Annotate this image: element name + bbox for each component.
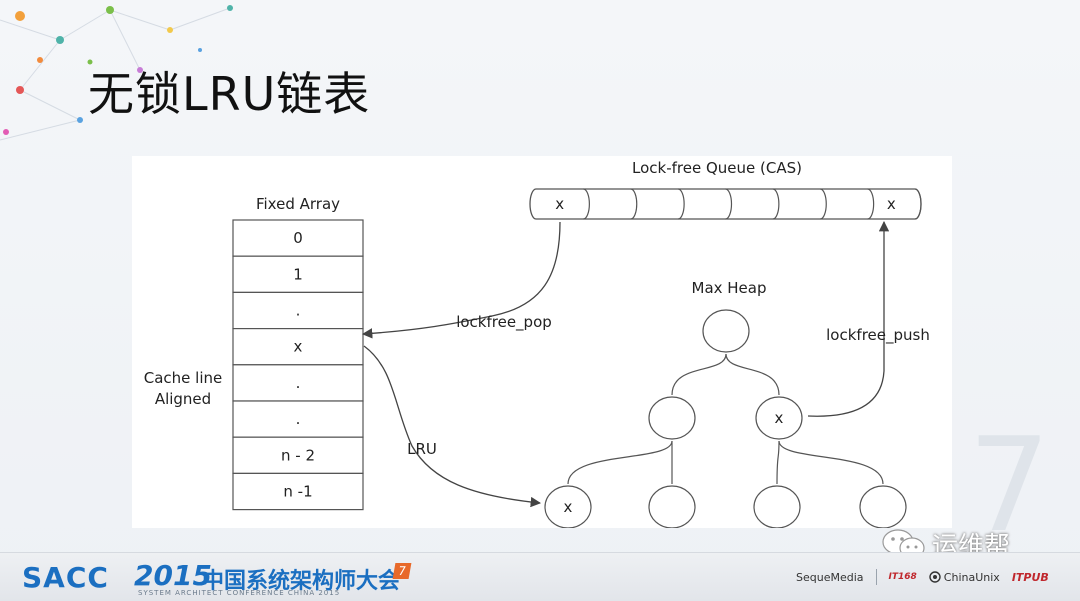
array-cell-label: n - 2 [281, 446, 315, 464]
heap-node [648, 396, 696, 440]
max-heap: xx [544, 309, 907, 528]
array-cell [232, 436, 364, 475]
sponsor-divider [875, 569, 877, 585]
array-cell-label: 1 [293, 265, 303, 283]
array-cell-label: . [296, 374, 301, 392]
heap-node-label: x [564, 498, 573, 516]
heap-node [544, 485, 592, 528]
queue-body [529, 188, 922, 220]
heap-edge [778, 440, 884, 485]
queue-cell-divider [630, 188, 638, 220]
array-cell-label: n -1 [283, 483, 312, 501]
heap-node [859, 485, 907, 528]
queue-cell-divider [772, 188, 780, 220]
sponsor-logos: SequeMedia IT168 ChinaUnix ITPUB [796, 569, 1049, 585]
lru-arrow [363, 345, 542, 508]
queue-cell-divider [867, 188, 875, 220]
sponsor-itpub: ITPUB [1011, 570, 1049, 584]
sponsor-chinaunix: ChinaUnix [929, 571, 1000, 584]
array-cell-label: 0 [293, 229, 303, 247]
queue-cell-divider [583, 188, 590, 220]
array-cell-label: x [294, 338, 303, 356]
slide-title: 无锁LRU链表 [88, 67, 371, 121]
queue-cell-divider [820, 188, 827, 220]
heap-edge [671, 353, 727, 396]
pop-arrow [361, 221, 561, 339]
queue-cell: x [555, 195, 564, 213]
sacc-logo: SACC [22, 561, 109, 594]
heap-node [753, 485, 801, 528]
side-label-line2: Aligned [155, 390, 211, 408]
heap-node [648, 485, 696, 528]
chinaunix-icon [929, 571, 941, 583]
queue-title: Lock-free Queue (CAS) [632, 159, 802, 177]
footer-bar: SACC 2015 中国系统架构师大会 7 SYSTEM ARCHITECT C… [0, 552, 1080, 601]
array-cell [232, 400, 364, 438]
heap-edges [567, 353, 884, 485]
decorative-network-graphic [0, 5, 233, 141]
array-cell [232, 472, 364, 511]
array-cell-label: . [296, 410, 301, 428]
array-cell [232, 291, 364, 330]
queue-cell-divider [677, 188, 685, 220]
sponsor-chinaunix-label: ChinaUnix [943, 570, 1000, 584]
array-cell [232, 328, 364, 366]
queue-cell: x [887, 195, 896, 213]
fixed-array: 0 1. x.. n - 2 n -1 [232, 219, 364, 511]
heap-edge [776, 440, 780, 485]
heap-node [755, 396, 803, 440]
array-cell-label: . [296, 302, 301, 320]
heap-edge [725, 353, 780, 396]
side-label-line1: Cache line [144, 369, 223, 387]
heap-node-label: x [775, 409, 784, 427]
lru-label: LRU [407, 440, 437, 458]
conference-year: 2015 [134, 559, 212, 592]
queue-cell-divider [914, 188, 922, 220]
array-cell [232, 219, 364, 257]
conference-badge: 7 [392, 563, 412, 579]
push-arrow [807, 220, 890, 417]
pop-label: lockfree_pop [456, 313, 552, 332]
conference-name: 中国系统架构师大会 [202, 569, 401, 594]
watermark-number: 7 [968, 409, 1051, 561]
push-label: lockfree_push [826, 326, 930, 345]
conference-subtitle: SYSTEM ARCHITECT CONFERENCE CHINA 2015 [138, 589, 341, 597]
heap-title: Max Heap [692, 279, 767, 297]
array-title: Fixed Array [256, 195, 340, 213]
heap-node [702, 309, 750, 353]
sponsor-sequemedia: SequeMedia [796, 570, 864, 584]
heap-edge [567, 440, 673, 485]
queue-cell-divider [725, 188, 733, 220]
sponsor-it168: IT168 [888, 572, 917, 582]
